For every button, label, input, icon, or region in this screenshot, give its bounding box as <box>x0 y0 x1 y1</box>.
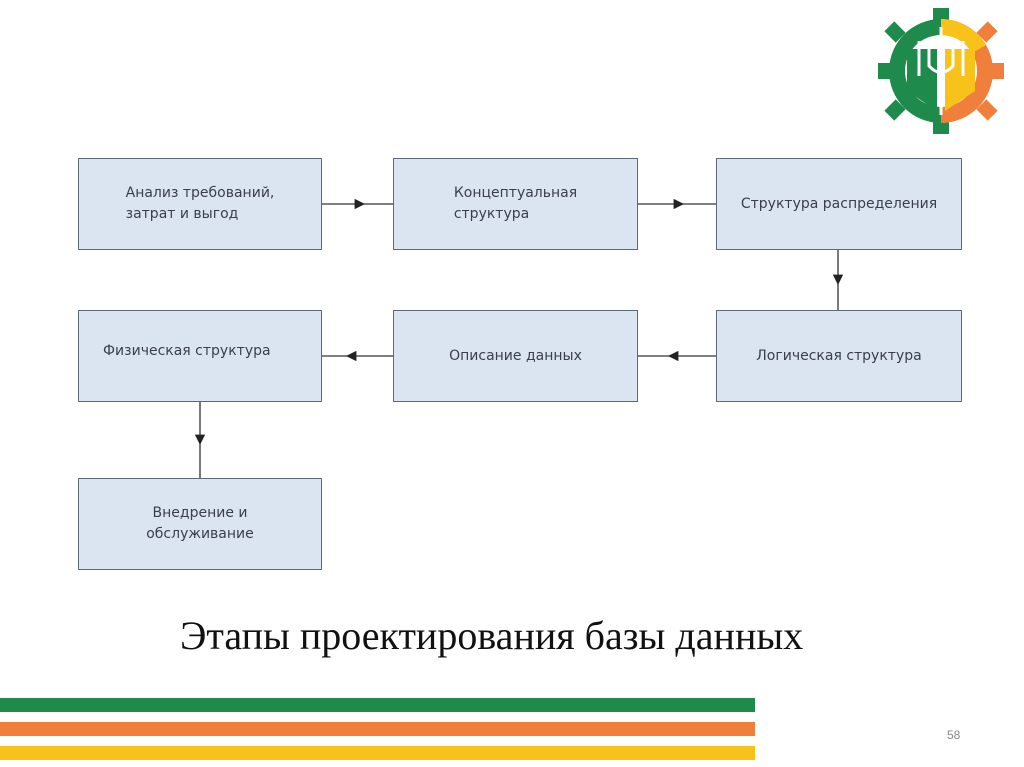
node-label: Концептуальная структура <box>453 185 578 222</box>
node-requirements-analysis: Анализ требований, затрат и выгод <box>78 158 322 250</box>
slide-title: Этапы проектирования базы данных <box>180 613 804 658</box>
node-label: Структура распределения <box>740 195 938 212</box>
node-conceptual-structure: Концептуальная структура <box>393 158 638 250</box>
stripe-orange <box>0 722 755 736</box>
gear-wheat-logo-icon <box>878 8 1004 134</box>
node-label: Физическая структура <box>103 343 271 359</box>
node-label: Внедрение и обслуживание <box>146 505 254 542</box>
node-physical-structure: Физическая структура <box>78 310 322 402</box>
page-number: 58 <box>947 728 961 742</box>
node-label: Анализ требований, затрат и выгод <box>125 185 275 222</box>
node-label: Логическая структура <box>756 347 922 364</box>
node-data-description: Описание данных <box>393 310 638 402</box>
node-logical-structure: Логическая структура <box>716 310 962 402</box>
node-implementation-maintenance: Внедрение и обслуживание <box>78 478 322 570</box>
stripe-green <box>0 698 755 712</box>
node-distribution-structure: Структура распределения <box>716 158 962 250</box>
stripe-yellow <box>0 746 755 760</box>
node-label: Описание данных <box>449 347 582 364</box>
